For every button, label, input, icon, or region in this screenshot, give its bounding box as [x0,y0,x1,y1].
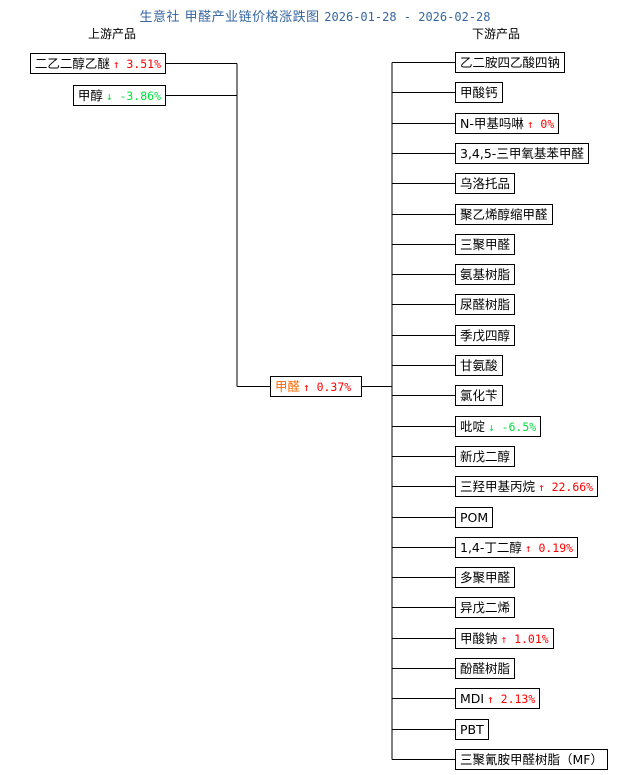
arrow-up-icon: ↑ [538,481,545,494]
downstream-node-8[interactable]: 氨基树脂 [455,264,516,285]
node-label: 乌洛托品 [460,176,511,191]
title-date-range: 2026-01-28 - 2026-02-28 [324,10,491,24]
node-change-value: ↑ 3.51% [112,57,161,71]
node-change-value: ↑ 0% [526,117,555,131]
node-label: 甲酸钠 [460,631,498,646]
title-text: 生意社 甲醛产业链价格涨跌图 [139,10,320,25]
downstream-node-21[interactable]: 酚醛树脂 [455,658,516,679]
arrow-up-icon: ↑ [526,118,534,131]
node-label: 甲酸钙 [460,85,498,100]
node-label: 甲醇 [77,88,103,103]
node-label: 三聚甲醛 [460,237,511,252]
downstream-node-6[interactable]: 聚乙烯醇缩甲醛 [455,204,553,225]
node-label: 异戊二烯 [460,600,511,615]
node-label: 二乙二醇乙醚 [34,56,110,71]
node-label: 尿醛树脂 [460,297,511,312]
downstream-node-16[interactable]: POM [455,507,494,528]
downstream-node-13[interactable]: 吡啶↓ -6.5% [455,416,542,437]
node-change-value: ↑ 2.13% [487,692,536,706]
downstream-node-1[interactable]: 乙二胺四乙酸四钠 [455,52,566,73]
arrow-up-icon: ↑ [524,542,532,555]
upstream-node-2[interactable]: 甲醇↓ -3.86% [72,85,166,106]
downstream-node-23[interactable]: PBT [455,719,489,740]
downstream-column-header: 下游产品 [472,27,521,41]
node-change-value: ↓ -3.86% [105,89,161,103]
node-change-value: ↑ 22.66% [538,480,594,494]
arrow-up-icon: ↑ [500,633,508,646]
downstream-node-10[interactable]: 季戊四醇 [455,325,516,346]
downstream-node-2[interactable]: 甲酸钙 [455,82,503,103]
node-label: 三羟甲基丙烷 [460,479,536,494]
center-node-formaldehyde[interactable]: 甲醛↑ 0.37% [270,376,362,397]
node-label: POM [460,510,489,525]
node-label: 氯化苄 [460,388,498,403]
arrow-up-icon: ↑ [487,693,494,706]
downstream-node-7[interactable]: 三聚甲醛 [455,234,516,255]
node-label: 酚醛树脂 [460,661,511,676]
node-label: 季戊四醇 [460,328,511,343]
downstream-node-9[interactable]: 尿醛树脂 [455,294,516,315]
downstream-node-15[interactable]: 三羟甲基丙烷↑ 22.66% [455,476,599,497]
node-label: MDI [460,691,485,706]
downstream-node-18[interactable]: 多聚甲醛 [455,567,516,588]
node-label: 氨基树脂 [460,267,511,282]
node-change-value: ↑ 0.19% [524,541,574,555]
downstream-node-5[interactable]: 乌洛托品 [455,173,516,194]
node-label: 甲醛 [275,379,301,394]
downstream-node-14[interactable]: 新戊二醇 [455,446,516,467]
downstream-node-20[interactable]: 甲酸钠↑ 1.01% [455,628,554,649]
node-change-value: ↓ -6.5% [488,420,537,434]
node-change-value: ↑ 1.01% [500,632,549,646]
downstream-node-11[interactable]: 甘氨酸 [455,355,503,376]
node-label: 乙二胺四乙酸四钠 [460,55,561,70]
downstream-node-22[interactable]: MDI↑ 2.13% [455,688,541,709]
arrow-up-icon: ↑ [112,58,120,71]
node-label: 新戊二醇 [460,449,511,464]
node-change-value: ↑ 0.37% [303,380,352,394]
node-label: N-甲基吗啉 [460,116,524,131]
node-label: 3,4,5-三甲氧基苯甲醛 [460,146,584,161]
downstream-node-17[interactable]: 1,4-丁二醇↑ 0.19% [455,537,579,558]
arrow-down-icon: ↓ [488,421,495,434]
upstream-node-1[interactable]: 二乙二醇乙醚↑ 3.51% [29,53,166,74]
node-label: 聚乙烯醇缩甲醛 [460,207,548,222]
upstream-column-header: 上游产品 [88,27,137,41]
downstream-node-12[interactable]: 氯化苄 [455,385,503,406]
arrow-down-icon: ↓ [105,90,113,103]
node-label: 吡啶 [460,419,486,434]
node-label: 三聚氰胺甲醛树脂（MF） [460,752,603,767]
page-title: 生意社 甲醛产业链价格涨跌图 2026-01-28 - 2026-02-28 [0,6,630,25]
downstream-node-19[interactable]: 异戊二烯 [455,597,516,618]
node-label: 甘氨酸 [460,358,498,373]
node-label: PBT [460,722,484,737]
node-label: 1,4-丁二醇 [460,540,522,555]
downstream-node-24[interactable]: 三聚氰胺甲醛树脂（MF） [455,749,608,770]
downstream-node-4[interactable]: 3,4,5-三甲氧基苯甲醛 [455,143,589,164]
arrow-up-icon: ↑ [303,381,310,394]
node-label: 多聚甲醛 [460,570,511,585]
downstream-node-3[interactable]: N-甲基吗啉↑ 0% [455,113,560,134]
